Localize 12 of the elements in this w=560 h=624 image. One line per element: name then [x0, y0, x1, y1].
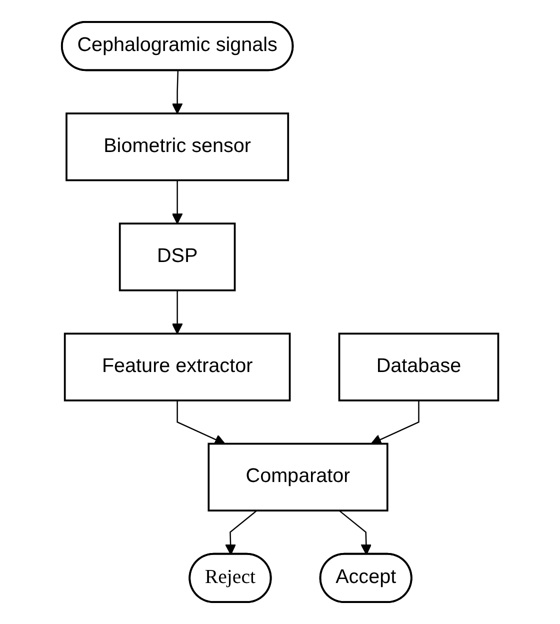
- arrow: [370, 400, 420, 445]
- arrow: [172, 290, 183, 334]
- node-box: DSP: [118, 222, 236, 292]
- node-box: Biometric sensor: [66, 112, 289, 182]
- arrow: [225, 510, 258, 555]
- node-box: Comparator: [208, 442, 388, 512]
- arrow: [176, 400, 226, 445]
- arrow: [338, 510, 372, 555]
- arrow: [172, 180, 183, 224]
- arrow: [172, 70, 183, 114]
- node-box: Database: [338, 332, 500, 402]
- node-box: Feature extractor: [64, 332, 291, 402]
